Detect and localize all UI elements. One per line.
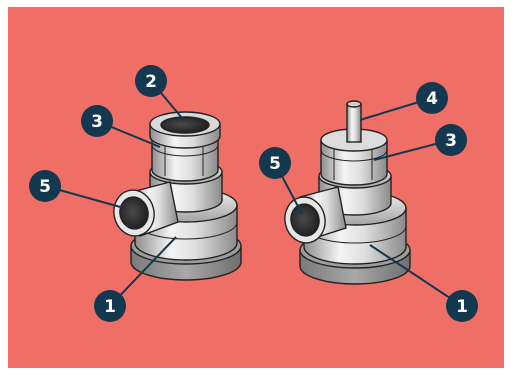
background-panel [8,7,504,368]
top-port [150,112,220,148]
callout-number: 1 [456,297,468,317]
callout-number: 5 [269,154,281,174]
callout-number: 4 [426,89,438,109]
callout-number: 2 [145,72,157,92]
callout-number: 3 [91,112,103,132]
callout-number: 3 [445,131,457,151]
callout-number: 5 [39,177,51,197]
stem [347,101,361,142]
callout-number: 1 [104,297,116,317]
top-port-opening [161,117,209,133]
